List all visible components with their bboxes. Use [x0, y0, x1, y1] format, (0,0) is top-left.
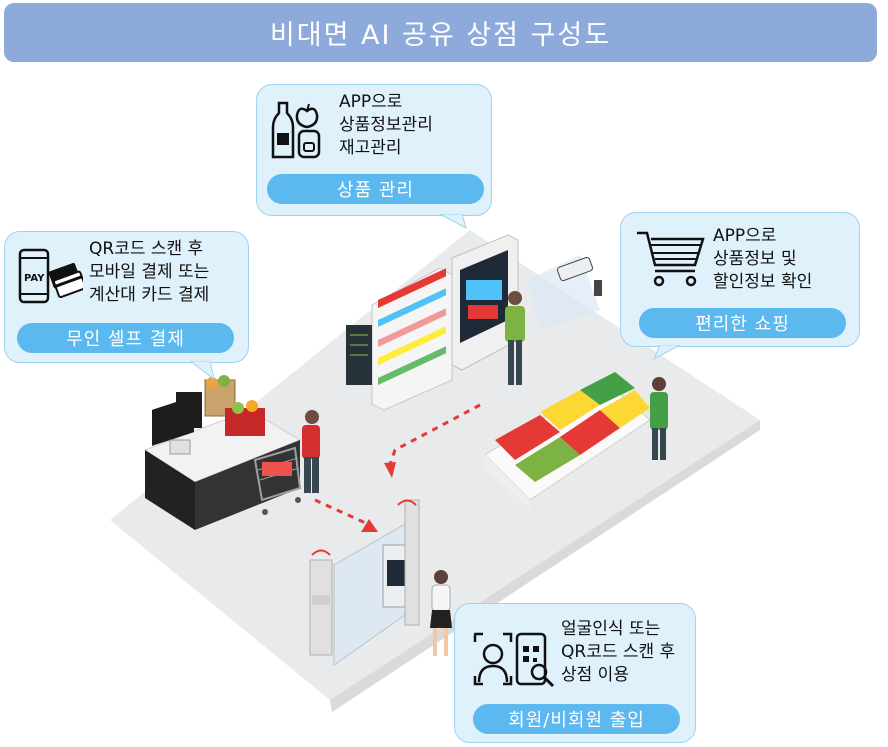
callout-tail — [458, 620, 476, 642]
shopping-line-1: APP으로 — [713, 226, 777, 246]
product-management-label: 상품 관리 — [267, 174, 484, 204]
face-qr-icon — [473, 632, 555, 688]
product-shelf — [346, 267, 453, 411]
payment-line-1: QR코드 스캔 후 — [89, 239, 204, 259]
callout-tail — [190, 361, 215, 381]
diagram-title: 비대면 AI 공유 상점 구성도 — [4, 3, 877, 62]
store-floor — [110, 230, 760, 700]
shopper-with-cart — [253, 410, 320, 515]
entrance-gate — [309, 499, 452, 666]
product-line-1: APP으로 — [339, 92, 403, 112]
entry-line-3: 상점 이용 — [561, 665, 629, 685]
path-arrow-head — [361, 519, 378, 532]
shopping-line-2: 상품정보 및 — [713, 249, 797, 269]
shopping-label: 편리한 쇼핑 — [639, 308, 846, 338]
pay-text: PAY — [24, 273, 45, 284]
checkout-counter — [143, 375, 302, 530]
cctv-camera — [527, 255, 602, 330]
produce-stand — [484, 372, 668, 510]
product-line-2: 상품정보관리 — [339, 115, 433, 135]
shopping-line-3: 할인정보 확인 — [713, 272, 813, 292]
entry-label: 회원/비회원 출입 — [473, 704, 680, 734]
payment-line-2: 모바일 결제 또는 — [89, 262, 210, 282]
callout-tail — [652, 345, 681, 361]
callout-tail — [440, 214, 467, 230]
entry-line-1: 얼굴인식 또는 — [561, 619, 661, 639]
product-management-callout: APP으로 상품정보관리 재고관리 상품 관리 — [256, 84, 492, 216]
entry-callout: 얼굴인식 또는 QR코드 스캔 후 상점 이용 회원/비회원 출입 — [454, 603, 696, 743]
shopping-callout: APP으로 상품정보 및 할인정보 확인 편리한 쇼핑 — [620, 212, 860, 347]
shopping-cart-icon — [637, 231, 705, 287]
self-payment-callout: PAY QR코드 스캔 후 모바일 결제 또는 계산대 카드 결제 무인 셀프 … — [4, 231, 249, 363]
self-payment-label: 무인 셀프 결제 — [17, 323, 234, 353]
product-line-3: 재고관리 — [339, 138, 402, 158]
bottle-apple-icon — [271, 101, 321, 159]
kiosk — [451, 234, 525, 385]
entry-line-2: QR코드 스캔 후 — [561, 642, 676, 662]
payment-line-3: 계산대 카드 결제 — [89, 285, 210, 305]
pay-card-icon: PAY — [18, 248, 83, 304]
